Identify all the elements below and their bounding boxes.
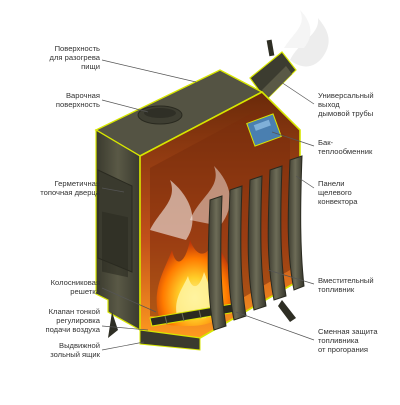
label-sealed-firebox-door: Герметичная топочная дверца bbox=[40, 179, 100, 197]
label-cooking-surface: Варочная поверхность bbox=[55, 91, 100, 109]
label-food-warming-surface: Поверхность для разогрева пищи bbox=[49, 44, 100, 71]
label-grate: Колосниковая решетка bbox=[50, 278, 100, 296]
stove-body bbox=[95, 128, 296, 338]
label-air-valve: Клапан тонкой регулировка подачи воздуха bbox=[45, 307, 100, 334]
label-heat-exchanger: Бак- теплообменник bbox=[318, 138, 373, 156]
heat-exchanger bbox=[246, 113, 282, 147]
label-convector-panels: Панели щелевого конвектора bbox=[318, 179, 358, 206]
convector-fins bbox=[207, 155, 305, 331]
label-ash-drawer: Выдвижной зольный ящик bbox=[50, 341, 100, 359]
label-burnout-protection: Сменная защита топливника от прогорания bbox=[318, 327, 378, 354]
leader-lines bbox=[101, 59, 315, 351]
top-surface bbox=[94, 69, 264, 157]
smoke-plume bbox=[284, 10, 329, 67]
label-firebox: Вместительный топливник bbox=[318, 276, 374, 294]
ash-drawer bbox=[139, 329, 201, 351]
label-chimney-outlet: Универсальный выход дымовой трубы bbox=[318, 91, 374, 118]
